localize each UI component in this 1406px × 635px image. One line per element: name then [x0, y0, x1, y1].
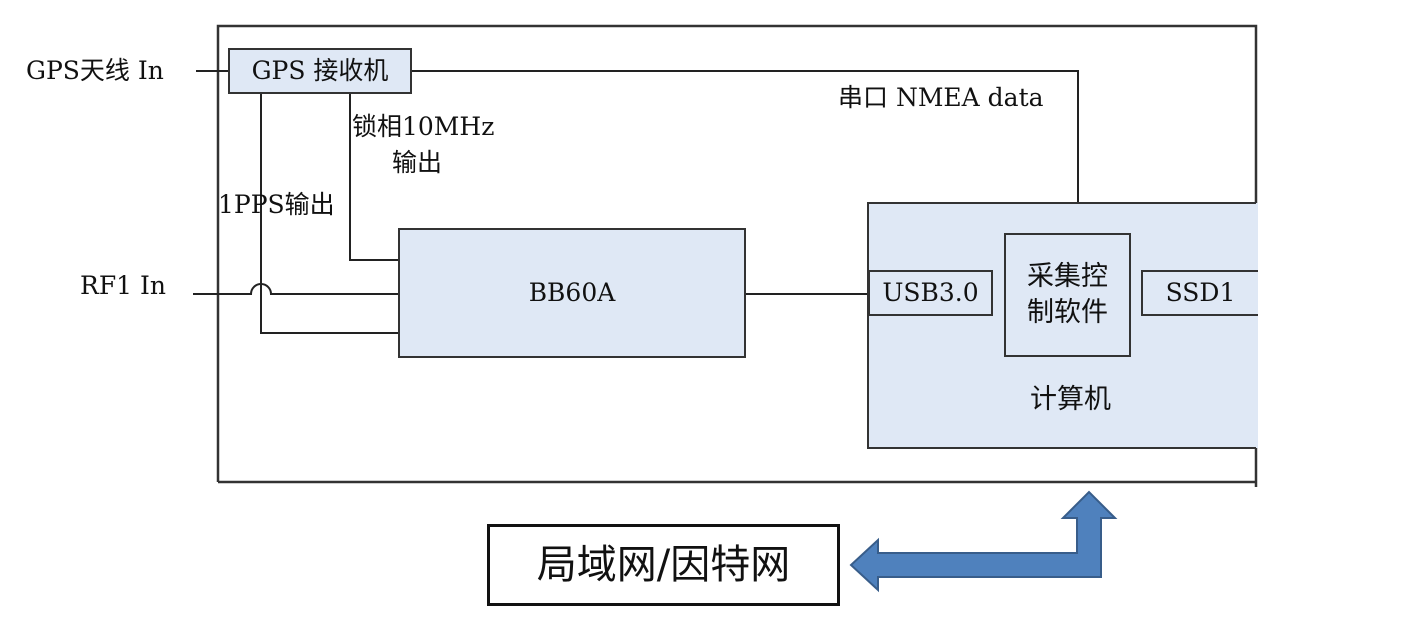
serial-nmea-label: 串口 NMEA data: [838, 83, 1044, 112]
pps-label: 1PPS输出: [218, 190, 335, 219]
software-block: 采集控 制软件: [1004, 233, 1131, 357]
lock-10mhz-label-line1: 锁相10MHz: [352, 112, 495, 141]
usb-label: USB3.0: [882, 278, 979, 307]
lock-10mhz-line: [349, 94, 398, 261]
computer-box-border: [867, 202, 1256, 449]
lock-10mhz-label-line2: 输出: [392, 148, 443, 177]
bb60a-label: BB60A: [528, 278, 616, 307]
software-label-line2: 制软件: [1027, 297, 1108, 328]
network-label: 局域网/因特网: [536, 542, 791, 588]
pps-line: [260, 94, 398, 334]
serial-nmea-line: [412, 70, 1079, 203]
network-block: 局域网/因特网: [487, 524, 840, 606]
rf1-input-label: RF1 In: [80, 271, 166, 300]
gps-antenna-input-label: GPS天线 In: [26, 56, 164, 85]
rf1-line: [193, 283, 398, 295]
ssd-block: SSD1: [1141, 270, 1258, 316]
network-link-arrow: [849, 490, 1118, 593]
bb60a-block: BB60A: [398, 228, 746, 358]
gps-receiver-label: GPS 接收机: [251, 56, 389, 85]
gps-receiver-block: GPS 接收机: [228, 48, 412, 94]
ssd-label: SSD1: [1165, 278, 1236, 307]
computer-label: 计算机: [1030, 384, 1111, 415]
usb-block: USB3.0: [868, 270, 993, 316]
software-label-line1: 采集控: [1027, 261, 1108, 292]
